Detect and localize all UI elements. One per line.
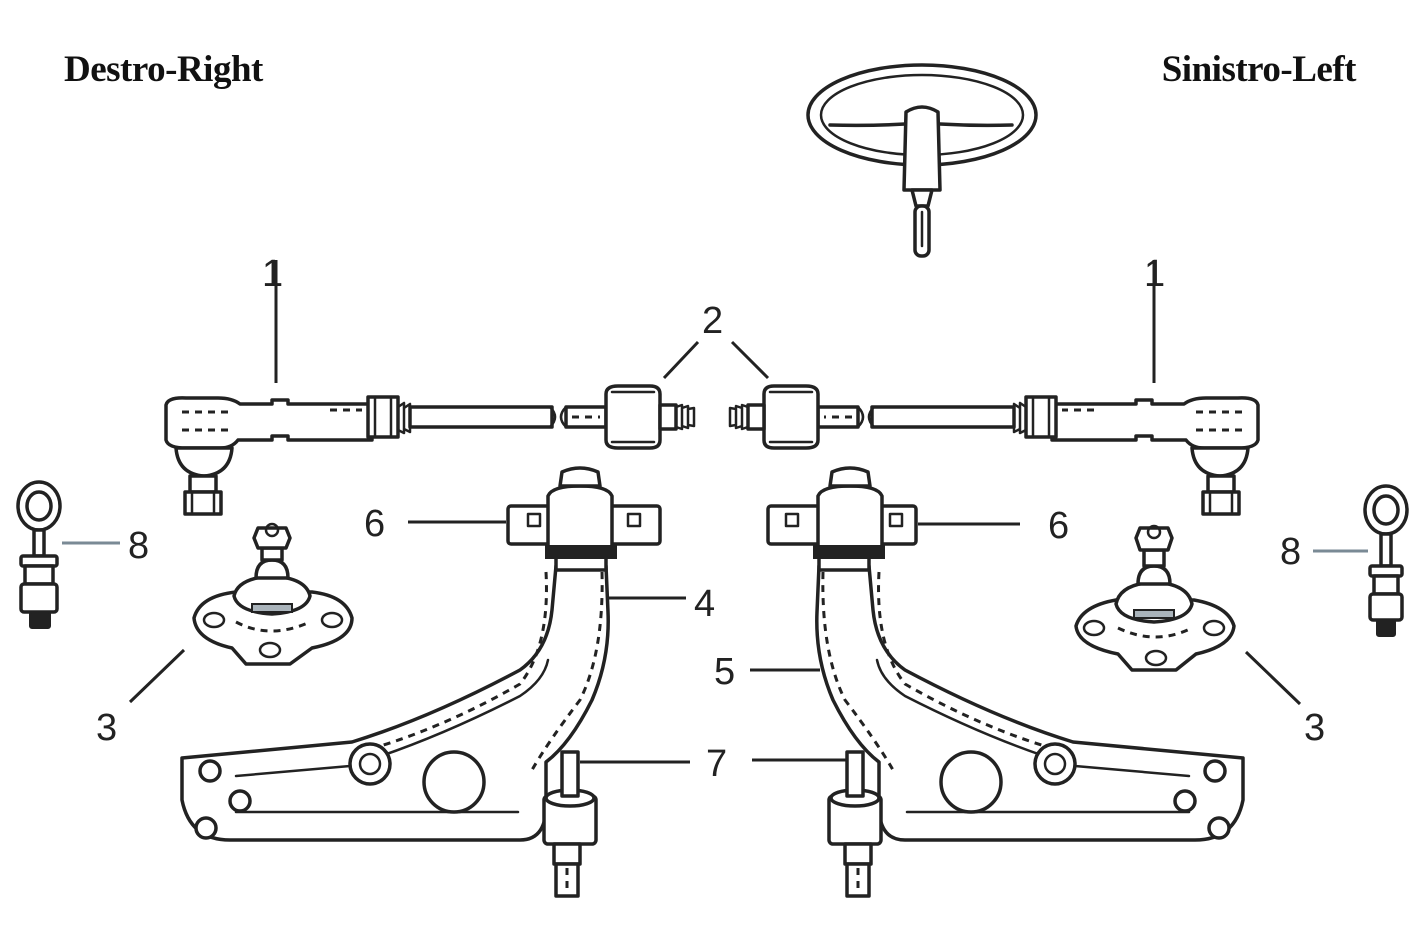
stabilizer-link-right [16,480,120,629]
inner-joint-leaders [662,340,770,380]
callout-4: 4 [694,583,715,625]
callout-3-left: 3 [1304,707,1325,749]
control-arm-right [180,554,690,898]
callout-6-left: 6 [1048,505,1069,547]
callout-5: 5 [714,651,735,693]
control-arm-left [815,554,1245,898]
title-destro-right: Destro-Right [64,49,263,90]
title-sinistro-left: Sinistro-Left [1161,49,1357,90]
callout-8-right: 8 [128,525,149,567]
ball-joint-right [128,522,354,704]
callout-2: 2 [702,300,723,342]
ball-joint-left [1074,524,1302,706]
stabilizer-link-left [1313,484,1409,637]
callout-6-right: 6 [364,503,385,545]
steering-wheel [806,63,1038,258]
callout-8-left: 8 [1280,531,1301,573]
tie-rod-assembly-right [164,260,696,516]
callout-1-right: 1 [262,253,283,295]
callout-1-left: 1 [1144,253,1165,295]
callout-7: 7 [706,743,727,785]
bracket-right [408,466,662,559]
callout-3-right: 3 [96,707,117,749]
tie-rod-assembly-left [728,260,1260,516]
bracket-left [766,466,1020,559]
